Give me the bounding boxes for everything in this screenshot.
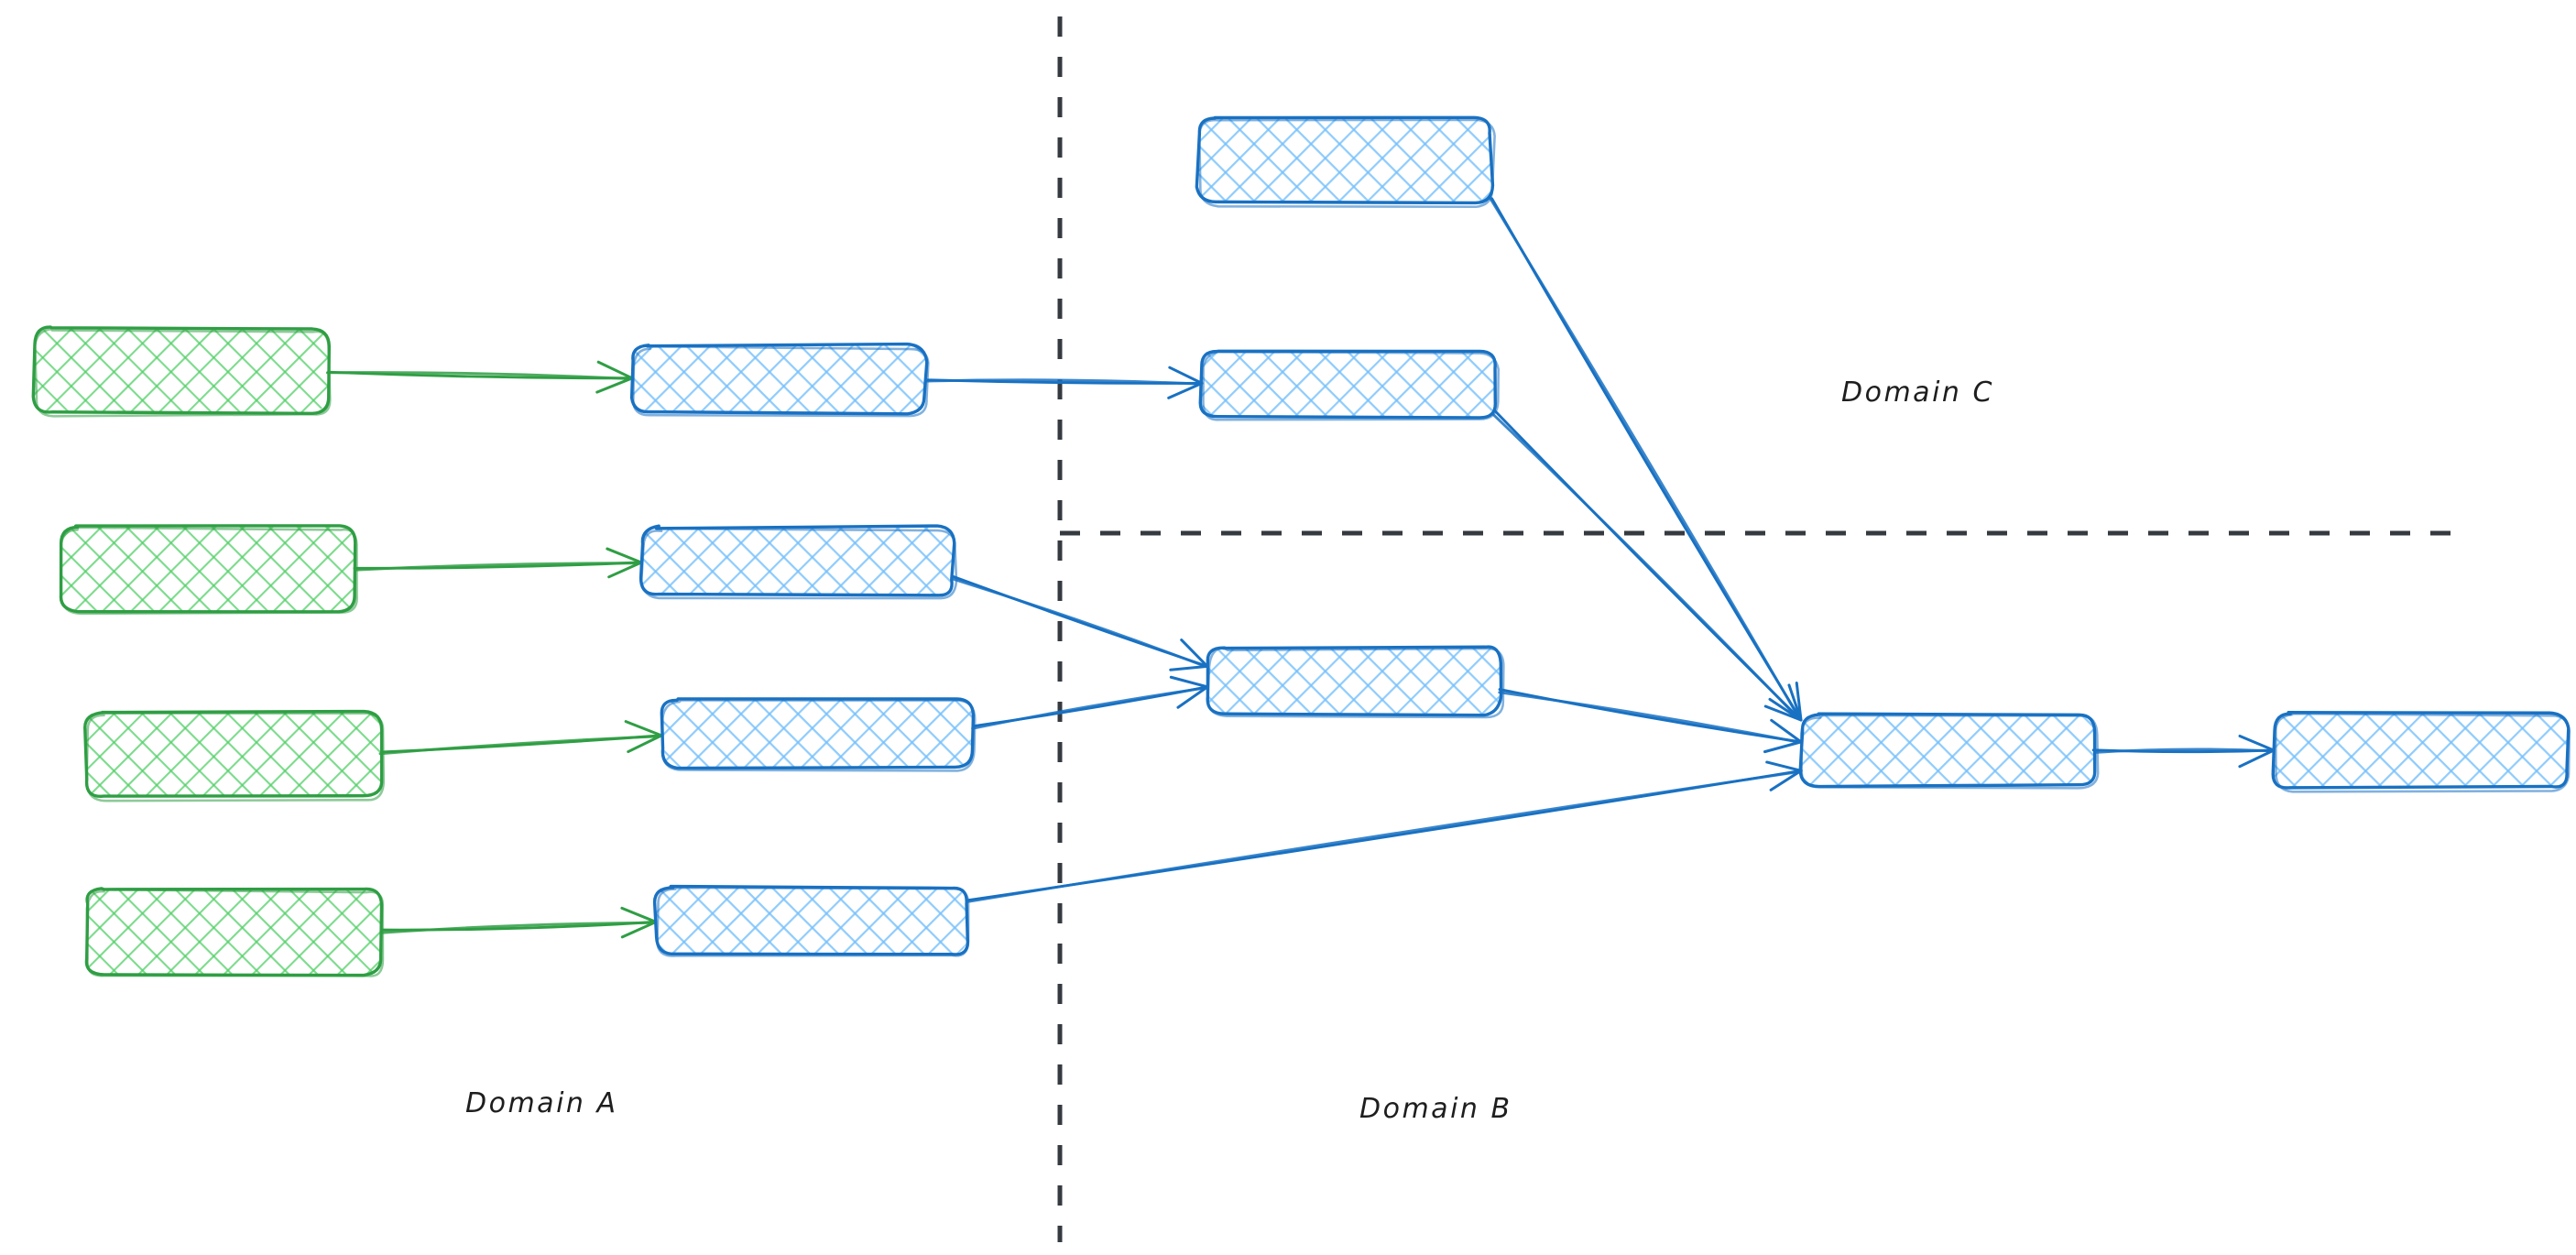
nodes-layer	[31, 115, 2571, 977]
node-aggregator[interactable]	[1798, 712, 2100, 790]
edge-arrow-mid-3-to-aggregator	[1498, 688, 1803, 754]
edge-arrow-source-2-to-stage-2	[353, 547, 643, 579]
edge-arrow-stage-4-to-aggregator	[965, 760, 1803, 903]
edge-arrow-mid-2-to-aggregator	[1491, 409, 1803, 722]
node-mid-3[interactable]	[1206, 645, 1505, 719]
node-source-1[interactable]	[31, 325, 332, 418]
edge-arrow-source-4-to-stage-4	[379, 906, 658, 939]
node-source-4[interactable]	[84, 887, 385, 977]
label-domain-b: Domain B	[1359, 1093, 1512, 1125]
edges-layer	[325, 196, 2276, 939]
node-source-2[interactable]	[59, 524, 358, 616]
edge-arrow-stage-3-to-mid-3	[971, 675, 1209, 730]
label-domain-a: Domain A	[465, 1087, 618, 1119]
edge-arrow-stage-1-to-mid-2	[923, 366, 1204, 399]
node-source-3[interactable]	[83, 709, 386, 802]
label-domain-c: Domain C	[1841, 376, 1994, 409]
node-mid-2[interactable]	[1198, 349, 1500, 421]
node-stage-2[interactable]	[639, 524, 958, 600]
edge-arrow-source-1-to-stage-1	[325, 360, 634, 394]
edge-arrow-mid-1-to-aggregator	[1489, 196, 1803, 722]
node-stage-4[interactable]	[652, 884, 970, 957]
edge-arrow-aggregator-to-output	[2091, 734, 2276, 769]
edge-arrow-source-3-to-stage-3	[378, 720, 663, 756]
edge-arrow-stage-2-to-mid-3	[950, 575, 1209, 671]
node-stage-1[interactable]	[629, 342, 930, 418]
node-stage-3[interactable]	[660, 697, 977, 772]
domain-dividers	[1057, 16, 2459, 1242]
node-output[interactable]	[2271, 710, 2571, 793]
node-mid-1[interactable]	[1195, 115, 1496, 209]
